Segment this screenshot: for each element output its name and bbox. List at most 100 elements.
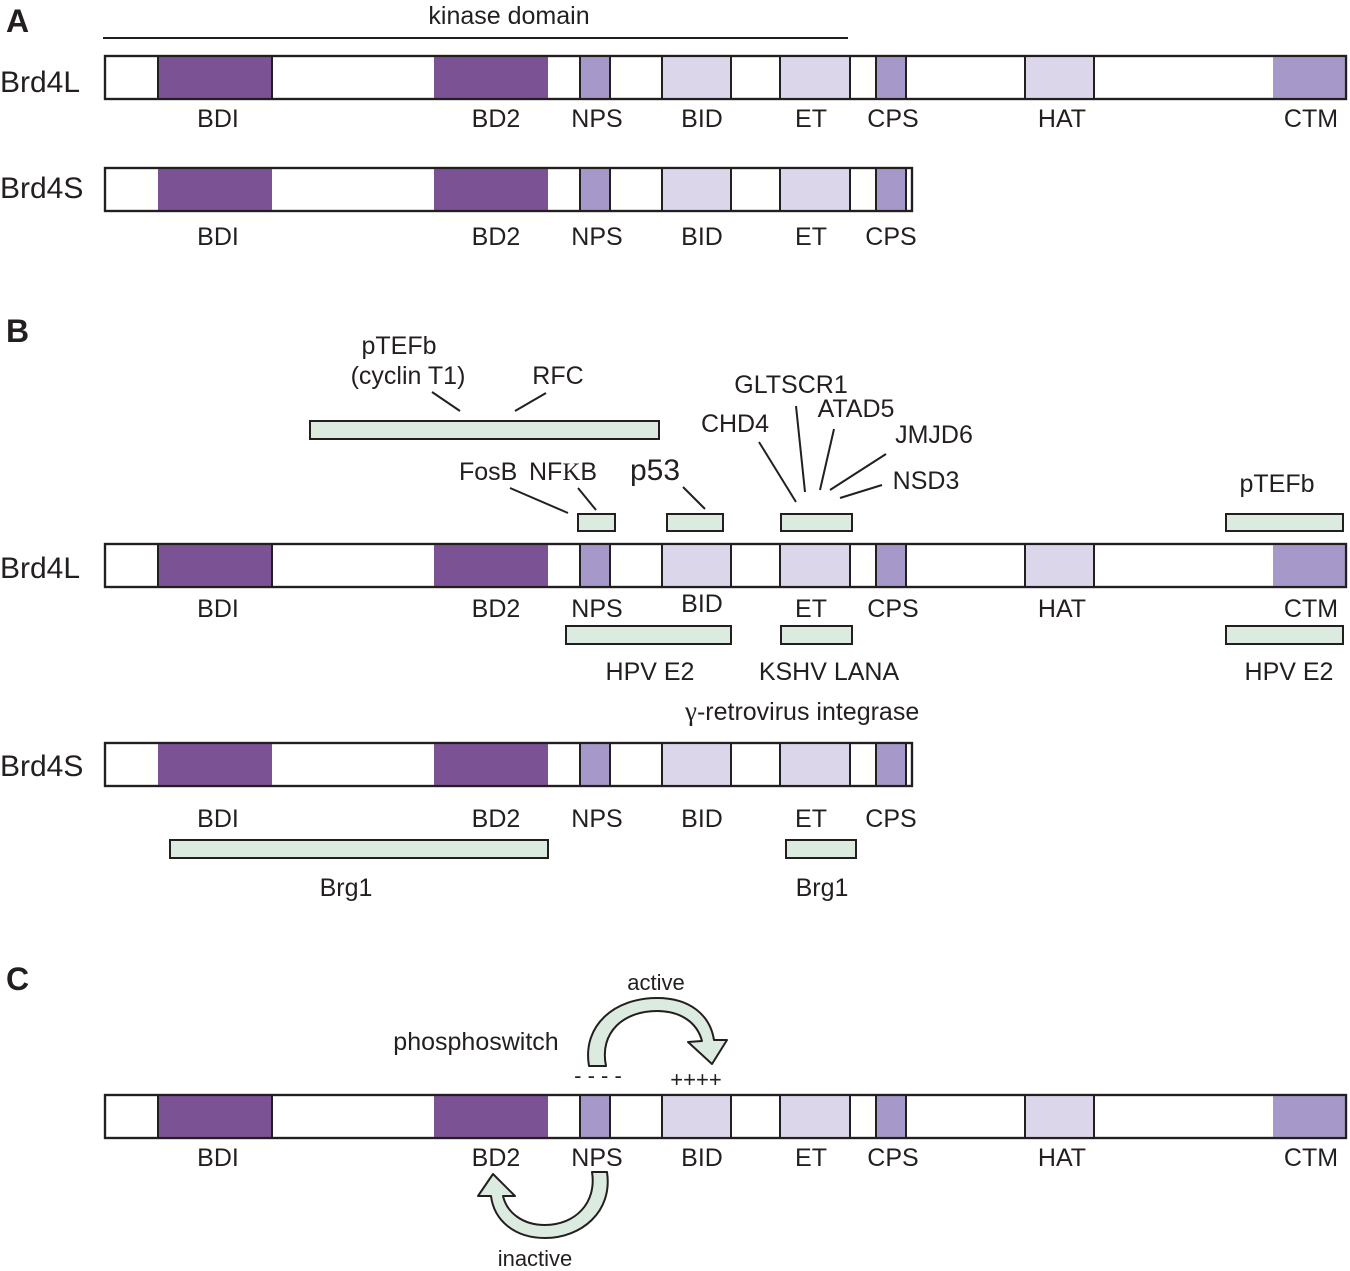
label-bid: BID (681, 1144, 723, 1172)
label-cyclin-t1: (cyclin T1) (351, 362, 466, 390)
label-bd2: BD2 (472, 223, 521, 251)
domain-bd1 (158, 168, 272, 211)
label-gltscr1: GLTSCR1 (734, 371, 847, 399)
binding-fosb-nfkb (577, 513, 616, 532)
domain-ctm (1273, 544, 1346, 587)
connector-ptefb (431, 391, 461, 412)
domain-et (779, 167, 851, 212)
label-nps: NPS (571, 595, 622, 623)
label-et: ET (795, 105, 827, 133)
domain-bd2 (434, 544, 548, 587)
label-hpv-e2-bid: HPV E2 (606, 658, 695, 686)
label-hat: HAT (1038, 105, 1086, 133)
label-bd1: BDI (197, 595, 239, 623)
domain-hat (1024, 55, 1095, 100)
label-et: ET (795, 223, 827, 251)
connector-fosb (509, 487, 569, 514)
brd4s-label-a: Brd4S (0, 172, 83, 205)
domain-bd2 (434, 56, 548, 99)
protein-outline (103, 166, 914, 213)
domain-nps (579, 167, 611, 212)
label-nps: NPS (571, 223, 622, 251)
domain-bd1 (157, 55, 273, 100)
panel-label-a: A (6, 3, 29, 39)
label-bd2: BD2 (472, 805, 521, 833)
label-brg1-et: Brg1 (796, 874, 849, 902)
label-cps: CPS (867, 595, 918, 623)
label-cps: CPS (867, 105, 918, 133)
label-active: active (627, 970, 684, 995)
domain-nps (579, 1094, 611, 1139)
binding-et-partners (780, 513, 853, 532)
label-hpv-e2-ctm: HPV E2 (1245, 658, 1334, 686)
brd4l-domain-labels-c: BDI BD2 NPS BID ET CPS HAT CTM (197, 1144, 1338, 1172)
brd4s-bar-b (103, 741, 914, 788)
brd4s-domain-labels-b: BDI BD2 NPS BID ET CPS (197, 805, 917, 833)
domain-bd2 (434, 1095, 548, 1138)
brd4s-domain-labels-a: BDI BD2 NPS BID ET CPS (197, 223, 917, 251)
label-rfc: RFC (532, 362, 583, 390)
domain-bid (661, 167, 732, 212)
brd4l-domain-labels-a: BDI BD2 NPS BID ET CPS HAT CTM (197, 105, 1338, 133)
domain-bid (661, 1094, 732, 1139)
connector-nfkb (577, 487, 597, 511)
label-bid: BID (681, 223, 723, 251)
connector-atad5 (819, 428, 835, 491)
domain-nps (579, 55, 611, 100)
brd4l-domain-labels-b: BDI BD2 NPS BID ET CPS HAT CTM (197, 590, 1338, 623)
label-atad5: ATAD5 (818, 395, 895, 423)
domain-bd1 (157, 543, 273, 588)
label-bd2: BD2 (472, 105, 521, 133)
label-cps: CPS (865, 223, 916, 251)
label-ctm: CTM (1284, 595, 1338, 623)
inactive-arrow-icon (477, 1171, 609, 1239)
domain-nps (579, 742, 611, 787)
label-nps: NPS (571, 805, 622, 833)
binding-ptefb-ctm (1225, 513, 1344, 532)
label-bd2: BD2 (472, 1144, 521, 1172)
label-ctm: CTM (1284, 1144, 1338, 1172)
domain-ctm (1273, 56, 1346, 99)
label-et: ET (795, 595, 827, 623)
connector-nsd3 (839, 484, 883, 499)
binding-hpv-e2-bid (565, 625, 732, 645)
domain-et (779, 55, 851, 100)
connector-rfc (514, 392, 547, 412)
label-inactive: inactive (498, 1246, 573, 1271)
panel-label-b: B (6, 313, 29, 349)
connector-gltscr1 (795, 405, 806, 493)
panel-label-c: C (6, 961, 29, 997)
binding-p53 (666, 513, 724, 532)
domain-cps (875, 55, 907, 100)
label-nps: NPS (571, 1144, 622, 1172)
label-kshv-lana: KSHV LANA (759, 658, 900, 686)
label-retrovirus-integrase: γ-retrovirus integrase (684, 696, 919, 726)
label-hat: HAT (1038, 1144, 1086, 1172)
connector-jmjd6 (829, 453, 887, 491)
kinase-domain-label: kinase domain (428, 2, 589, 30)
label-positive-charges: ++++ (670, 1067, 721, 1092)
active-arrow-icon (587, 997, 728, 1067)
label-ptefb-ctm: pTEFb (1239, 470, 1314, 498)
protein-outline (103, 741, 914, 788)
domain-nps (579, 543, 611, 588)
domain-hat (1024, 543, 1095, 588)
connector-p53 (682, 486, 706, 510)
binding-kshv-lana (780, 625, 853, 645)
label-cps: CPS (867, 1144, 918, 1172)
protein-outline (103, 1093, 1348, 1140)
label-p53: p53 (630, 454, 680, 487)
label-negative-charges: - - - - (574, 1063, 622, 1088)
domain-bid (661, 742, 732, 787)
label-bid: BID (681, 590, 723, 618)
label-chd4: CHD4 (701, 410, 769, 438)
label-ptefb-cyclin: pTEFb (361, 332, 436, 360)
label-bid: BID (681, 105, 723, 133)
brd4l-bar-a (103, 54, 1348, 101)
label-bd1: BDI (197, 1144, 239, 1172)
label-brg1-bd: Brg1 (320, 874, 373, 902)
label-bd1: BDI (197, 805, 239, 833)
label-bid: BID (681, 805, 723, 833)
label-ctm: CTM (1284, 105, 1338, 133)
